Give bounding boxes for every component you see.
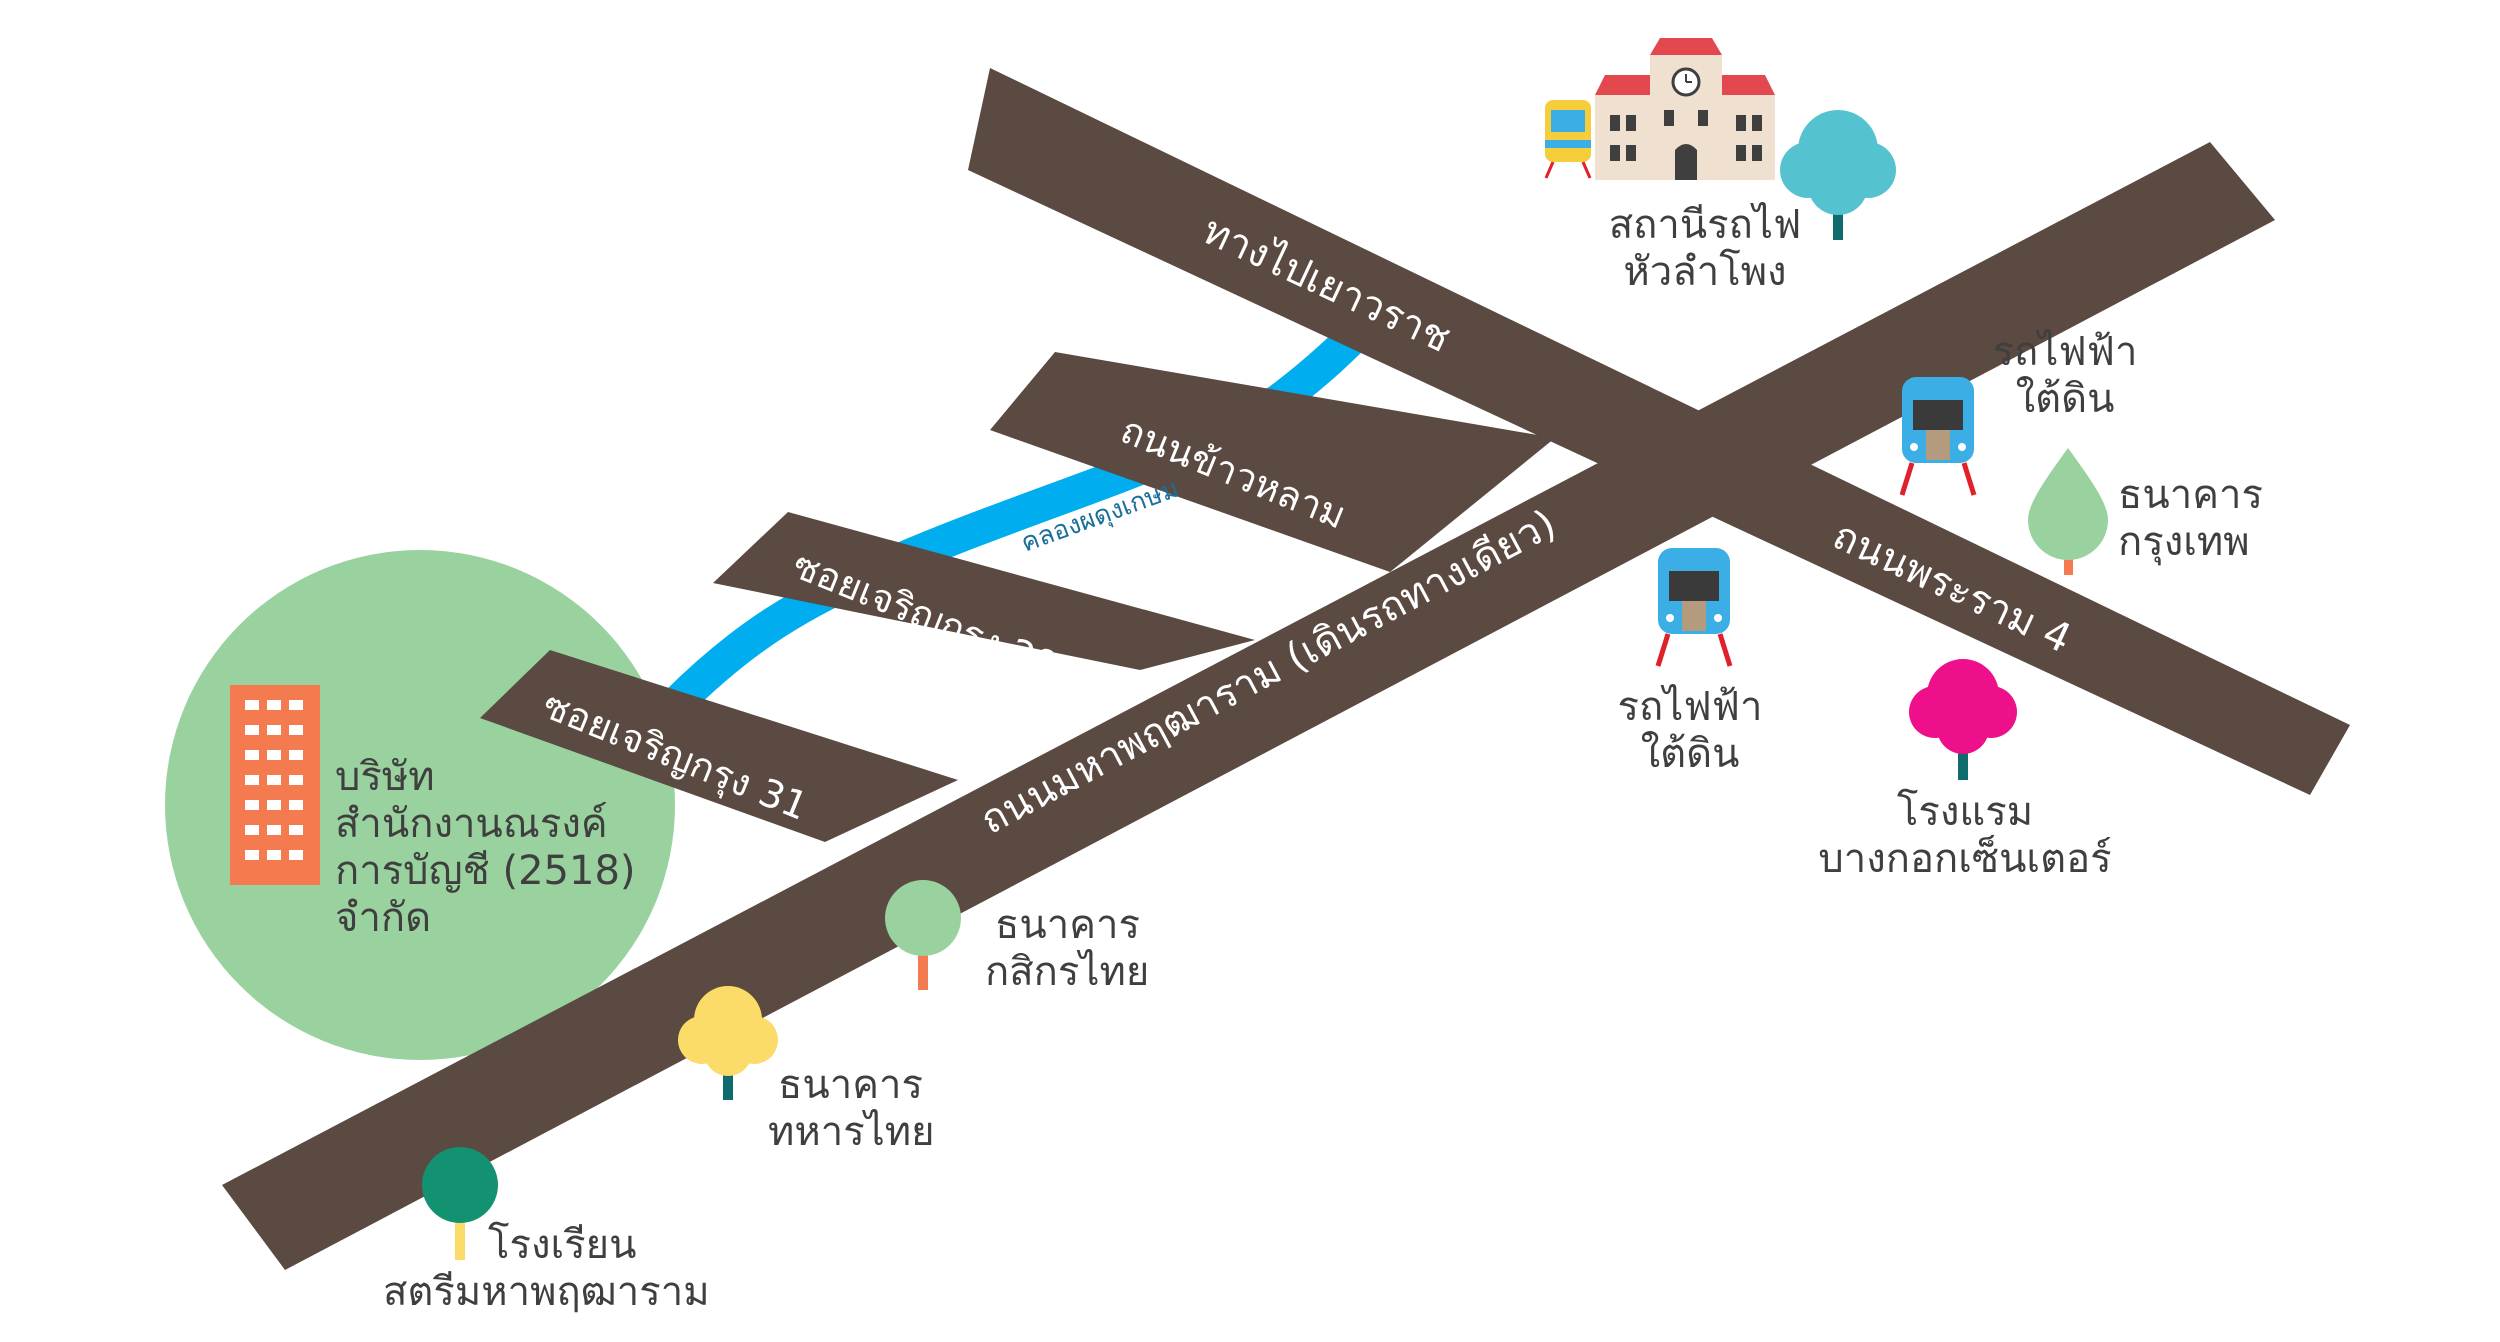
subway-train-icon [1655, 548, 1733, 667]
company-line-2: สำนักงานณรงค์ [335, 801, 608, 847]
tree-teal-icon [1780, 110, 1896, 240]
label-mahaphruettaram: ถนนมหาพฤฒาราม (เดินรถทางเดียว) [973, 501, 1563, 844]
label-bangkok-bank-1: ธนาคาร [2118, 472, 2263, 518]
road-khao-lam [990, 352, 1555, 572]
tree-drop-icon [2028, 448, 2108, 575]
label-mrt-top-1: รถไฟฟ้า [1993, 329, 2138, 375]
label-hualamphong-1: สถานีรถไฟ [1609, 202, 1802, 248]
subway-train-icon [1899, 377, 1977, 496]
label-tmb-1: ธนาคาร [778, 1062, 923, 1108]
label-kasikorn-1: ธนาคาร [995, 902, 1140, 948]
canal-phadung-krung-kasem [658, 308, 1382, 722]
label-kasikorn-2: กสิกรไทย [985, 949, 1149, 995]
company-name: บริษัท สำนักงานณรงค์ การบัญชี (2518) จำก… [335, 754, 636, 941]
road-rama4 [968, 68, 2350, 795]
label-hualamphong-2: หัวลำโพง [1623, 249, 1786, 295]
office-building-icon [230, 685, 320, 885]
company-line-3: การบัญชี (2518) [335, 848, 636, 894]
tree-yellow-icon [678, 986, 778, 1100]
tree-pink-icon [1909, 659, 2017, 780]
label-tmb-2: ทหารไทย [768, 1109, 935, 1155]
label-mrt-mid-1: รถไฟฟ้า [1618, 684, 1763, 730]
road-soi-31 [480, 650, 958, 842]
label-hotel-1: โรงแรม [1897, 789, 2033, 835]
train-station-icon [1544, 38, 1775, 180]
label-mrt-mid-2: ใต้ดิน [1641, 730, 1740, 777]
label-school-2: สตรีมหาพฤฒาราม [383, 1269, 710, 1315]
road-soi-29 [713, 512, 1255, 670]
label-bangkok-bank-2: กรุงเทพ [2118, 519, 2250, 566]
tree-round-icon [885, 880, 961, 990]
company-line-1: บริษัท [335, 754, 435, 800]
label-hotel-2: บางกอกเซ็นเตอร์ [1818, 834, 2111, 882]
label-mrt-top-2: ใต้ดิน [2016, 375, 2115, 422]
company-line-4: จำกัด [335, 895, 431, 941]
label-school-1: โรงเรียน [488, 1222, 636, 1268]
tree-dark-green-icon [422, 1147, 498, 1260]
